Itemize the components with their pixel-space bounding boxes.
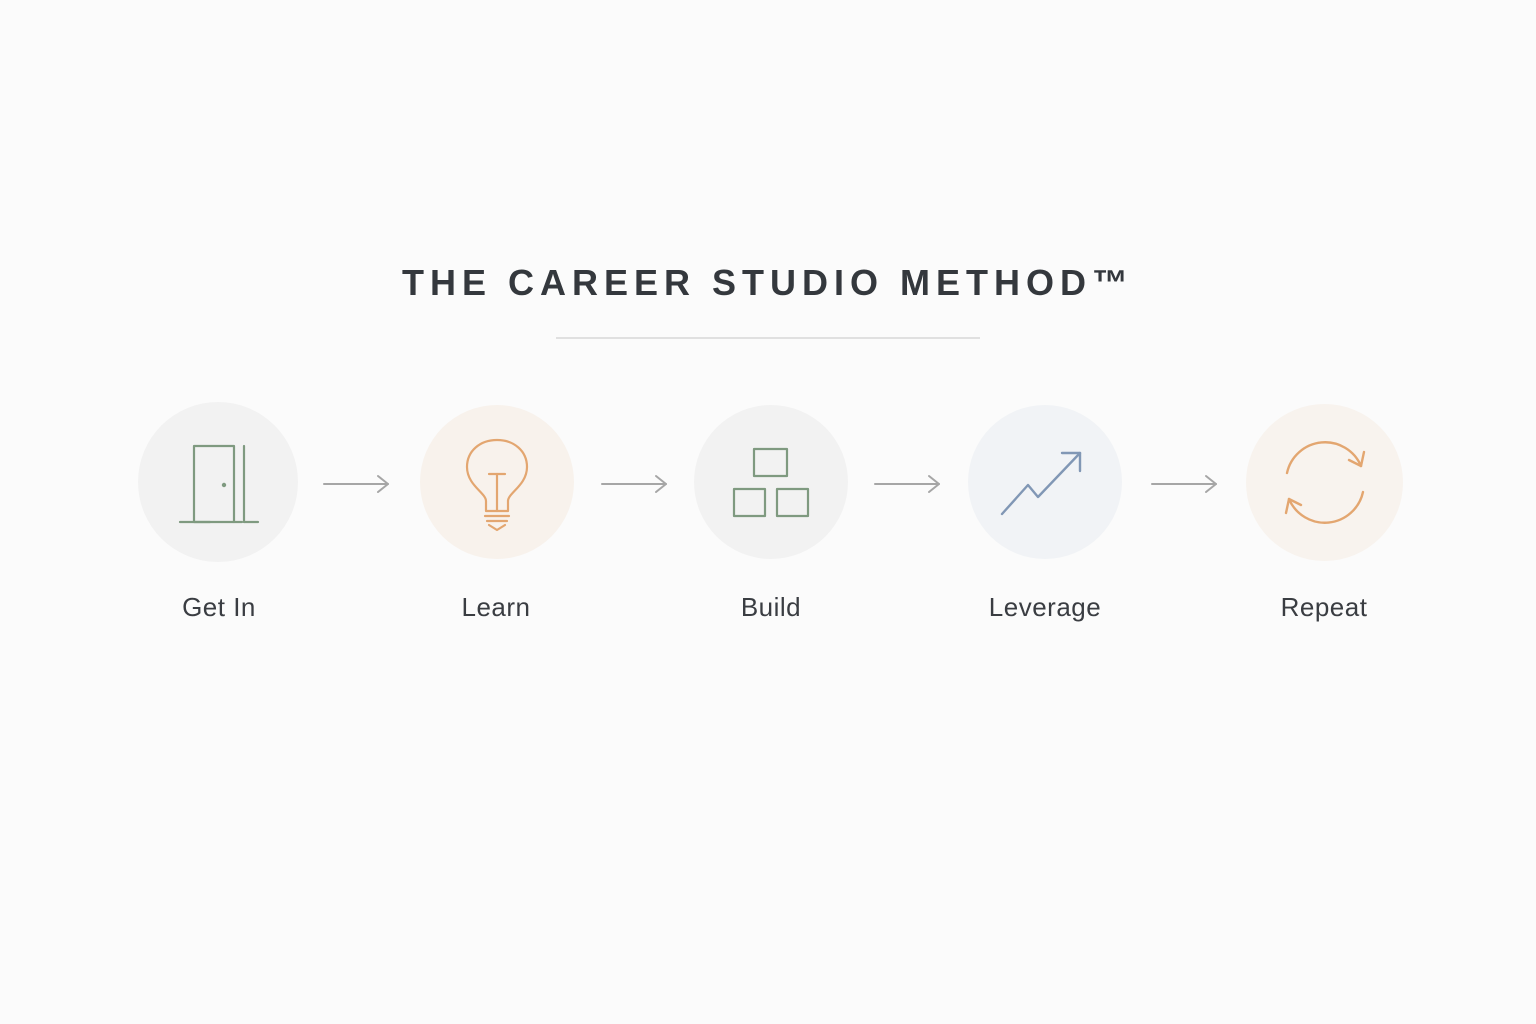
title-divider — [556, 337, 980, 339]
arrow-right-icon — [323, 475, 389, 493]
step-label-leverage: Leverage — [988, 592, 1102, 622]
step-label-build: Build — [740, 592, 802, 622]
step-label-learn: Learn — [461, 592, 531, 622]
door-icon — [178, 444, 260, 524]
step-label-get-in: Get In — [182, 592, 256, 622]
arrow-right-icon — [874, 475, 940, 493]
arrow-right-icon — [1151, 475, 1217, 493]
trend-up-icon — [1000, 451, 1082, 516]
arrow-right-icon — [601, 475, 667, 493]
step-circle-repeat — [1246, 404, 1403, 561]
step-circle-get-in — [138, 402, 298, 562]
blocks-icon — [732, 447, 810, 518]
step-label-repeat: Repeat — [1280, 592, 1368, 622]
cycle-icon — [1284, 441, 1366, 524]
page-title: THE CAREER STUDIO METHOD™ — [401, 262, 1134, 303]
step-circle-build — [694, 405, 848, 559]
lightbulb-icon — [465, 438, 529, 532]
step-circle-learn — [420, 405, 574, 559]
step-circle-leverage — [968, 405, 1122, 559]
